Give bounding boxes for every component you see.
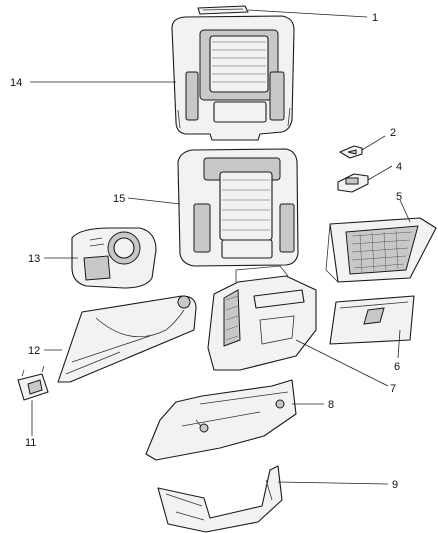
part-8-lower-cover xyxy=(145,379,297,461)
callout-2: 2 xyxy=(390,127,396,139)
callout-11: 11 xyxy=(25,437,36,449)
leader-lines xyxy=(30,9,411,485)
part-11-bracket xyxy=(17,365,49,401)
part-6-glove-door xyxy=(329,295,415,345)
callout-1: 1 xyxy=(372,12,378,24)
callout-5: 5 xyxy=(396,191,402,203)
callout-13: 13 xyxy=(28,253,40,265)
callout-6: 6 xyxy=(394,361,400,373)
part-7-center-housing xyxy=(207,265,317,371)
part-1-trim-strip xyxy=(197,5,249,15)
callout-15: 15 xyxy=(113,193,125,205)
callout-4: 4 xyxy=(396,161,402,173)
callout-14: 14 xyxy=(10,77,22,89)
part-14-upper-bezel xyxy=(171,15,295,141)
callout-7: 7 xyxy=(390,383,396,395)
callout-12: 12 xyxy=(28,345,40,357)
part-15-center-bezel xyxy=(177,148,299,267)
part-13-column-cover xyxy=(71,227,157,289)
callout-labels: 1 2 4 5 6 7 8 9 11 12 13 14 15 xyxy=(10,12,402,491)
part-5-storage-bin xyxy=(325,217,437,283)
part-4-switch xyxy=(337,173,369,193)
callout-9: 9 xyxy=(392,479,398,491)
part-12-knee-bolster xyxy=(57,295,197,383)
part-9-lower-trim xyxy=(157,465,283,533)
callout-8: 8 xyxy=(328,399,334,411)
part-2-clip xyxy=(339,145,363,159)
